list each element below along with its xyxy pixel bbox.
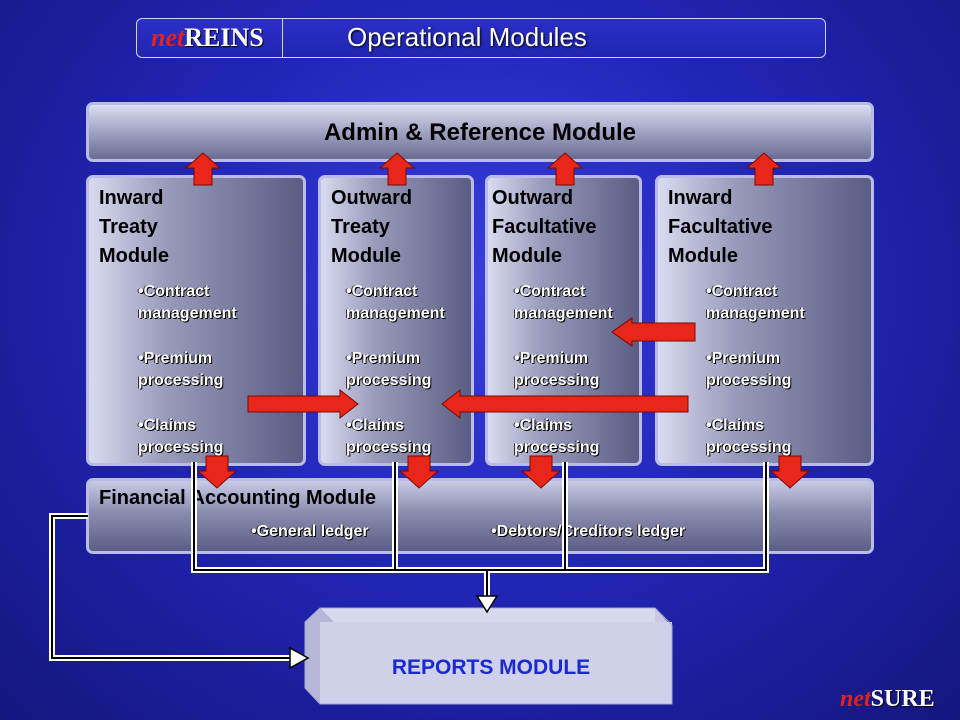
footer-logo-net: net xyxy=(840,686,871,712)
module-title: Inward Facultative Module xyxy=(668,187,773,267)
bullet-claims-processing: •Claims processing xyxy=(514,417,600,456)
left-arrow-icon xyxy=(441,388,689,420)
down-arrow-icon xyxy=(769,455,811,489)
bullet-debtors-creditors-ledger: •Debtors/Creditors ledger xyxy=(491,523,686,540)
down-arrow-icon xyxy=(398,455,440,489)
bullet-general-ledger: •General ledger xyxy=(251,523,369,540)
down-arrow-icon xyxy=(520,455,562,489)
arrowhead-right-to-reports xyxy=(289,646,310,670)
connector-lines xyxy=(49,462,769,661)
up-arrow-icon xyxy=(378,152,416,186)
flow-arrows xyxy=(247,317,696,420)
admin-module-title: Admin & Reference Module xyxy=(323,119,637,146)
bullet-contract-management: •Contract management xyxy=(346,283,445,322)
outward-facultative-module: Outward Facultative Module •Contract man… xyxy=(485,175,642,466)
up-arrow-icon xyxy=(184,152,222,186)
up-arrows xyxy=(184,152,783,186)
up-arrow-icon xyxy=(745,152,783,186)
footer-logo-brand: SURE xyxy=(870,686,935,712)
reports-module-shape xyxy=(304,607,673,705)
bullet-contract-management: •Contract management xyxy=(706,283,805,322)
page-title: Operational Modules xyxy=(347,22,587,52)
bullet-premium-processing: •Premium processing xyxy=(514,350,600,389)
down-arrow-icon xyxy=(196,455,238,489)
financial-module-title: Financial Accounting Module xyxy=(99,487,377,509)
header-bar: netREINS Operational Modules xyxy=(136,18,826,58)
module-title: Outward Treaty Module xyxy=(331,187,413,267)
bullet-claims-processing: •Claims processing xyxy=(706,417,792,456)
bullet-claims-processing: •Claims processing xyxy=(138,417,224,456)
up-arrow-icon xyxy=(546,152,584,186)
bullet-premium-processing: •Premium processing xyxy=(706,350,792,389)
bullet-claims-processing: •Claims processing xyxy=(346,417,432,456)
admin-reference-module: Admin & Reference Module xyxy=(86,102,874,162)
module-title: Outward Facultative Module xyxy=(492,187,597,267)
logo-box: netREINS xyxy=(137,19,283,57)
bullet-premium-processing: •Premium processing xyxy=(346,350,432,389)
inward-facultative-module: Inward Facultative Module •Contract mana… xyxy=(655,175,874,466)
reports-module-title: REPORTS MODULE xyxy=(391,656,591,679)
bullet-contract-management: •Contract management xyxy=(138,283,237,322)
arrowhead-down-to-reports xyxy=(475,595,499,614)
left-arrow-icon xyxy=(611,317,696,347)
netsure-logo: netSURE xyxy=(840,686,935,713)
financial-accounting-module: Financial Accounting Module •General led… xyxy=(86,478,874,554)
logo-net-text: net xyxy=(151,23,185,52)
module-title: Inward Treaty Module xyxy=(99,187,169,267)
bullet-premium-processing: •Premium processing xyxy=(138,350,224,389)
right-arrow-icon xyxy=(247,388,359,420)
netreins-logo: netREINS xyxy=(151,23,264,53)
outward-treaty-module: Outward Treaty Module •Contract manageme… xyxy=(318,175,474,466)
bullet-contract-management: •Contract management xyxy=(514,283,613,322)
down-arrows xyxy=(196,455,811,489)
inward-treaty-module: Inward Treaty Module •Contract managemen… xyxy=(86,175,306,466)
logo-brand-text: REINS xyxy=(184,23,264,52)
